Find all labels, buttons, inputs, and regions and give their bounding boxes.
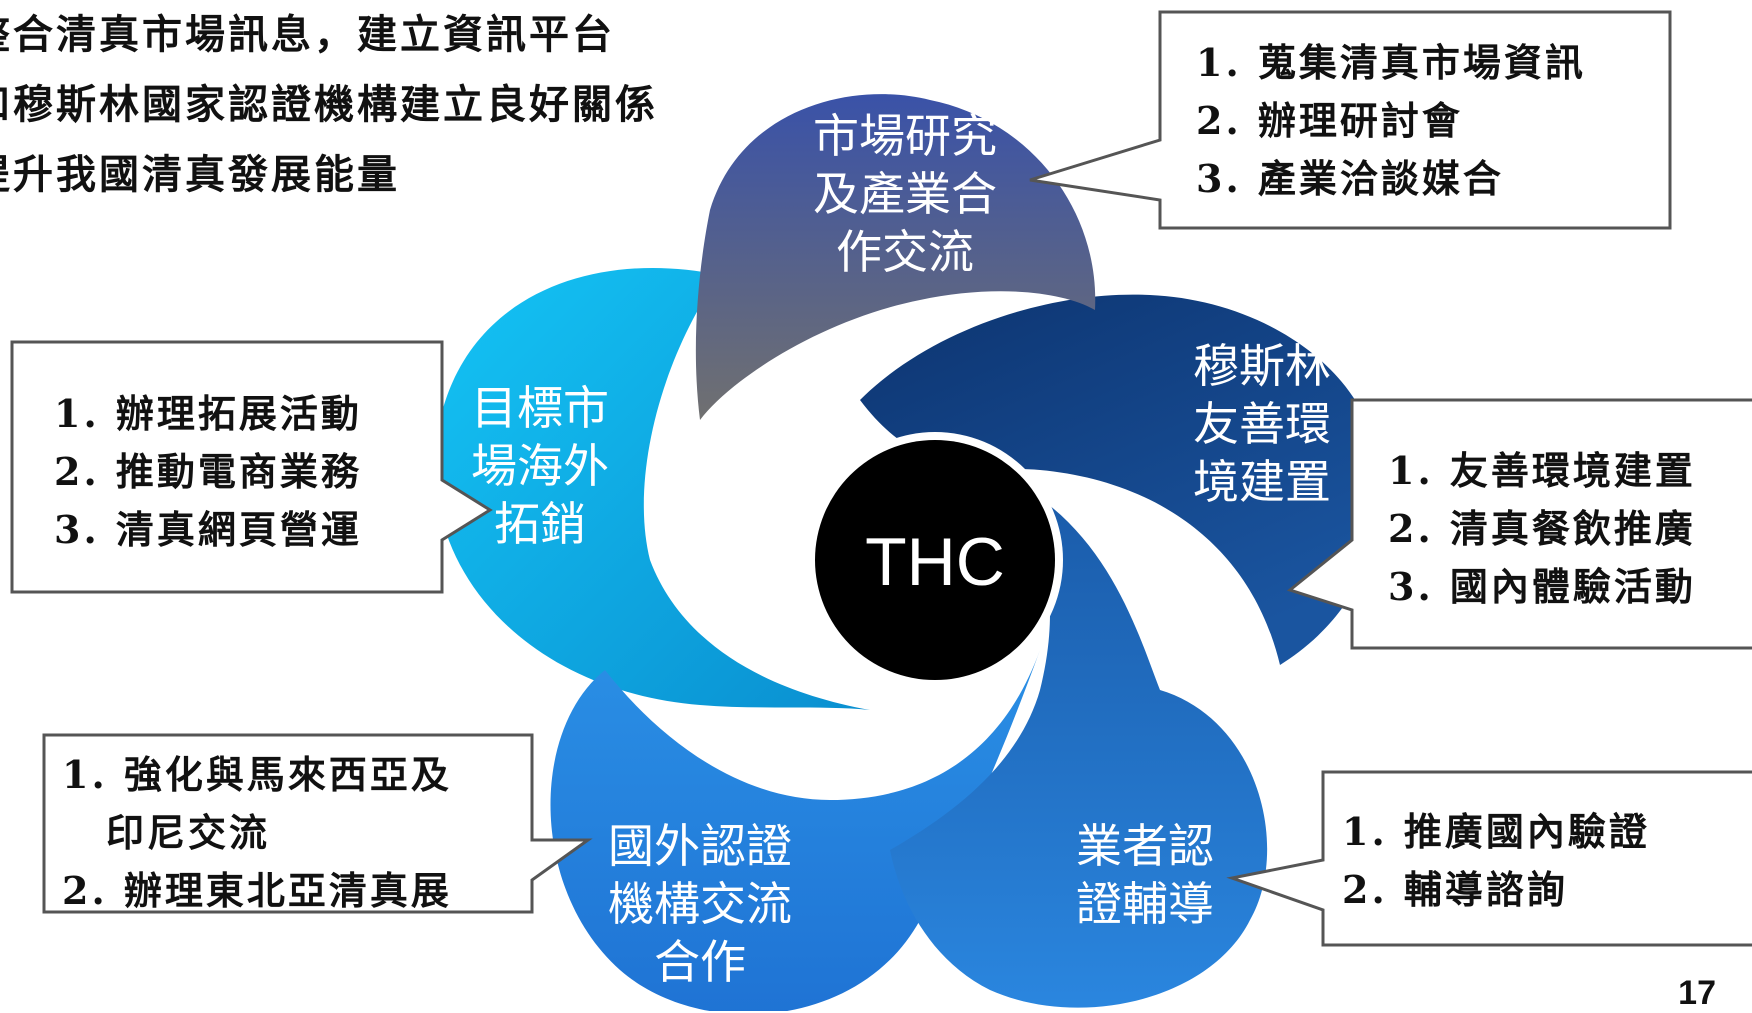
callout-item: 2. 辦理東北亞清真展 — [62, 868, 452, 913]
callout-item: 1. 友善環境建置 — [1388, 448, 1696, 493]
petal-certification-guidance[interactable] — [890, 480, 1268, 1008]
callout-item: 1. 推廣國內驗證 — [1342, 809, 1650, 854]
petal-label-market-research-line: 及產業合 — [813, 167, 997, 221]
callout-item: 2. 推動電商業務 — [54, 449, 362, 494]
callout-box-foreign-certification — [42, 733, 593, 914]
callout-item: 3. 清真網頁營運 — [54, 507, 362, 552]
callout-item: 2. 辦理研討會 — [1196, 98, 1463, 143]
petal-muslim-friendly[interactable] — [860, 294, 1381, 665]
petal-label-foreign-certification-line: 國外認證 — [608, 819, 792, 873]
petal-label-foreign-certification-line: 合作 — [654, 935, 746, 989]
petal-label-market-research-line: 市場研究 — [813, 109, 997, 163]
petal-label-certification-guidance-line: 證輔導 — [1076, 877, 1214, 931]
callout-item: 1. 強化與馬來西亞及 — [62, 752, 452, 797]
center-circle-fill[interactable] — [815, 440, 1055, 680]
petal-label-foreign-certification-line: 機構交流 — [608, 877, 792, 931]
petal-label-certification-guidance-line: 業者認 — [1076, 819, 1214, 873]
callout-box-certification-guidance — [1226, 770, 1752, 947]
callout-item: 2. 清真餐飲推廣 — [1388, 506, 1696, 551]
callout-item: 3. 國內體驗活動 — [1388, 564, 1696, 609]
petal-label-target-market-line: 目標市 — [471, 381, 609, 435]
petal-label-muslim-friendly-line: 友善環 — [1193, 397, 1331, 451]
intro-list: 整合清真市場訊息，建立資訊平台 和穆斯林國家認證機構建立良好關係 提升我國清真發… — [0, 0, 658, 210]
petal-label-market-research-line: 作交流 — [836, 225, 974, 279]
page-number: 17 — [1678, 974, 1716, 1012]
callout-list-target-market: 1. 辦理拓展活動 2. 推動電商業務 3. 清真網頁營運 — [54, 385, 362, 559]
callout-item: 2. 輔導諮詢 — [1342, 867, 1568, 912]
callout-item: 1. 蒐集清真市場資訊 — [1196, 40, 1586, 85]
callout-item: 1. 辦理拓展活動 — [54, 391, 362, 436]
callout-list-foreign-certification: 1. 強化與馬來西亞及 印尼交流 2. 辦理東北亞清真展 — [62, 746, 452, 920]
callout-list-certification-guidance: 1. 推廣國內驗證 2. 輔導諮詢 — [1342, 803, 1650, 919]
petal-label-target-market-line: 拓銷 — [494, 497, 586, 551]
petal-label-muslim-friendly-line: 境建置 — [1193, 455, 1331, 509]
intro-line: 提升我國清真發展能量 — [0, 151, 400, 198]
callout-item: 3. 產業洽談媒合 — [1196, 156, 1504, 201]
callout-box-muslim-friendly — [1286, 398, 1752, 650]
callout-list-market-research: 1. 蒐集清真市場資訊 2. 辦理研討會 3. 產業洽談媒合 — [1196, 34, 1586, 208]
intro-line: 和穆斯林國家認證機構建立良好關係 — [0, 81, 658, 128]
center-label: THC — [865, 524, 1005, 600]
petal-target-market[interactable] — [435, 267, 870, 710]
petal-label-muslim-friendly-line: 穆斯林 — [1193, 339, 1331, 393]
callout-box-market-research — [1029, 10, 1672, 230]
callout-list-muslim-friendly: 1. 友善環境建置 2. 清真餐飲推廣 3. 國內體驗活動 — [1388, 442, 1696, 616]
petal-label-target-market-line: 場海外 — [471, 439, 609, 493]
callout-box-target-market — [10, 340, 493, 594]
intro-line: 整合清真市場訊息，建立資訊平台 — [0, 11, 615, 58]
callout-item: 印尼交流 — [106, 810, 271, 855]
petal-market-research[interactable] — [695, 94, 1096, 420]
